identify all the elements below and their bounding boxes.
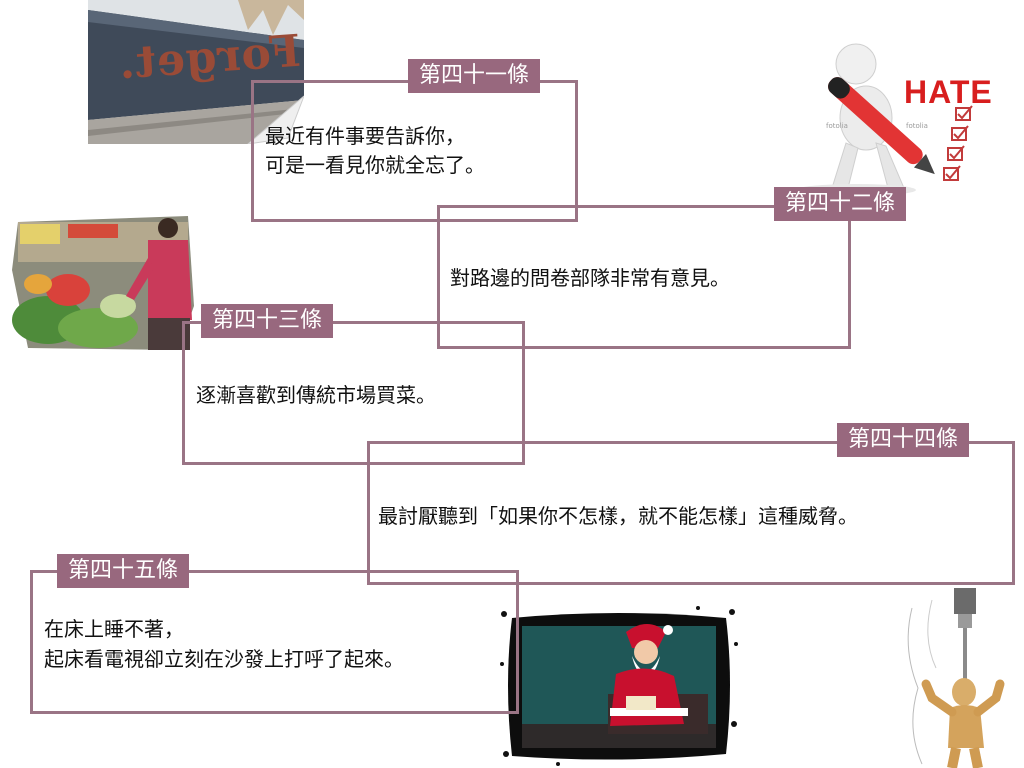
rule-41-label: 第四十一條 (408, 59, 541, 93)
rule-42-box (437, 205, 851, 349)
rule-45-box (30, 570, 519, 714)
rule-45-line-2: 起床看電視卻立刻在沙發上打呼了起來。 (44, 647, 404, 671)
rule-44-line-1: 最討厭聽到「如果你不怎樣，就不能怎樣」這種威脅。 (378, 504, 858, 528)
vegetable-market-photo (8, 210, 196, 352)
hate-figure-illustration: fotolia fotolia HATE (796, 38, 1002, 198)
watermark-2: fotolia (906, 122, 928, 130)
rule-43-box (182, 321, 525, 465)
santa-on-sofa-photo (498, 604, 740, 768)
rule-43-line-1: 逐漸喜歡到傳統市場買菜。 (196, 383, 436, 407)
rule-41-line-2: 可是一看見你就全忘了。 (265, 153, 485, 177)
forget-wall-photo: Forget. (88, 0, 304, 144)
wooden-mannequin-drill-illustration (892, 588, 1020, 768)
rule-43-label: 第四十三條 (201, 304, 334, 338)
rule-44-box (367, 441, 1015, 585)
rule-45-label: 第四十五條 (57, 554, 190, 588)
rule-41-line-1: 最近有件事要告訴你， (265, 124, 465, 148)
rule-45-line-1: 在床上睡不著， (44, 617, 184, 641)
watermark-1: fotolia (826, 122, 848, 130)
hate-text: HATE (904, 74, 993, 110)
rule-44-label: 第四十四條 (837, 423, 970, 457)
rule-42-label: 第四十二條 (774, 187, 907, 221)
rule-42-line-1: 對路邊的問卷部隊非常有意見。 (450, 266, 730, 290)
